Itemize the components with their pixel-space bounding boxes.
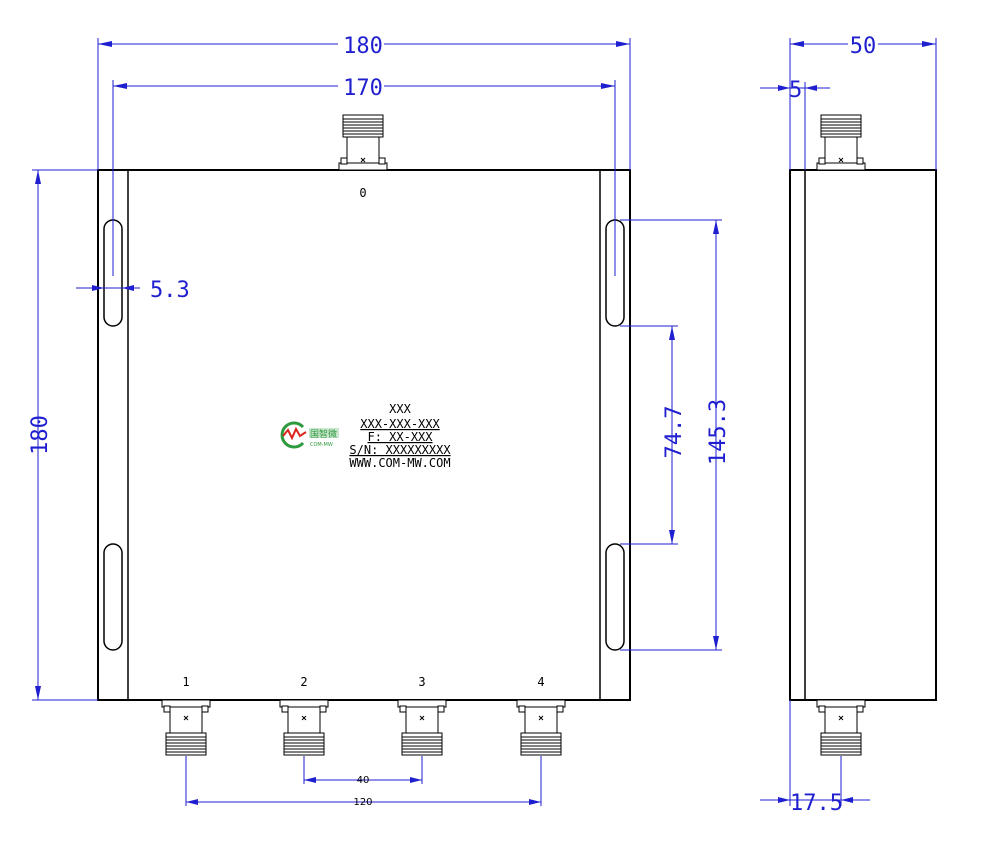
output-connector-3 [397, 699, 447, 756]
dim-slot-width: 5.3 [150, 278, 190, 303]
nameplate-line-3: F: XX-XXX [367, 430, 433, 444]
front-view: 0 1 2 3 4 国智微 COM-MW XXX XXX-XXX-XXX F: … [97, 114, 631, 756]
front-body-outline [97, 169, 631, 701]
dim-slot-outer: 145.3 [706, 399, 731, 465]
dim-side-depth: 50 [850, 34, 877, 59]
port-label-1: 1 [182, 675, 189, 689]
dim-side-offset: 5 [789, 78, 802, 103]
nameplate: XXX XXX-XXX-XXX F: XX-XXX S/N: XXXXXXXXX… [349, 402, 451, 470]
output-connector-2 [279, 699, 329, 756]
dim-slot-inner: 74.7 [662, 406, 687, 459]
side-output-connector [816, 699, 866, 756]
nameplate-line-1: XXX [389, 402, 411, 416]
side-view [789, 114, 937, 756]
output-connector-1 [161, 699, 211, 756]
output-connector-4 [516, 699, 566, 756]
dim-width-total: 180 [343, 34, 383, 59]
port-label-3: 3 [418, 675, 425, 689]
nameplate-line-2: XXX-XXX-XXX [360, 417, 440, 431]
nameplate-line-4: S/N: XXXXXXXXX [349, 443, 451, 457]
side-body-outline [789, 169, 937, 701]
input-connector [338, 114, 388, 171]
logo-text: 国智微 [310, 428, 337, 440]
port-label-0: 0 [359, 186, 366, 200]
port-label-2: 2 [300, 675, 307, 689]
logo-subtext: COM-MW [310, 442, 333, 448]
port-label-4: 4 [537, 675, 544, 689]
nameplate-line-5: WWW.COM-MW.COM [349, 456, 450, 470]
dimension-lines: 180 170 180 5.3 74.7 145.3 [28, 32, 937, 816]
dim-height-total: 180 [28, 415, 53, 455]
dim-width-mount: 170 [343, 76, 383, 101]
dim-side-connector: 17.5 [790, 791, 843, 816]
side-input-connector [816, 114, 866, 171]
mounting-slot-bottom-left [103, 543, 123, 651]
dim-port-span: 120 [353, 797, 372, 808]
dim-port-pitch: 40 [357, 775, 370, 786]
company-logo: 国智微 COM-MW [280, 421, 339, 449]
mounting-slot-bottom-right [605, 543, 625, 651]
